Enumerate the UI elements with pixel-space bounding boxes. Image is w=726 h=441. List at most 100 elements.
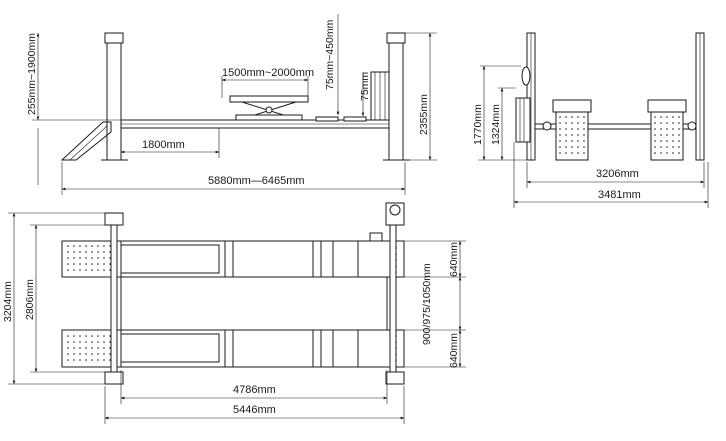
grid-dot [583,140,585,142]
grid-dot [571,140,573,142]
top-platform-span-label: 2806mm [24,279,36,320]
grid-dot [67,341,69,343]
grid-dot [678,146,680,148]
grid-dot [67,353,69,355]
jack-travel-label: 75mm~450mm [324,19,336,90]
grid-dot [73,251,75,253]
grid-dot [91,341,93,343]
end-right-jack [647,99,697,161]
grid-dot [97,245,99,247]
grid-dot [79,263,81,265]
grid-dot [571,134,573,136]
grid-dot [660,152,662,154]
grid-dot [583,146,585,148]
side-view: 255mm~1900mm 1800mm 1500mm~2000mm 75mm~4… [26,14,437,195]
grid-dot [565,146,567,148]
grid-dot [666,134,668,136]
grid-dot [654,140,656,142]
grid-dot [654,146,656,148]
grid-dot [85,341,87,343]
grid-dot [109,263,111,265]
grid-dot [577,128,579,130]
grid-dot [91,263,93,265]
grid-dot [559,140,561,142]
grid-dot [91,353,93,355]
grid-dot [395,247,397,249]
grid-dot [79,359,81,361]
end-inner-width-label: 3206mm [596,168,639,180]
grid-dot [565,134,567,136]
grid-dot [577,146,579,148]
grid-dot [395,253,397,255]
grid-dot [79,257,81,259]
end-outer-width-label: 3481mm [598,189,641,201]
grid-dot [565,128,567,130]
grid-dot [73,359,75,361]
grid-dot [109,335,111,337]
grid-dot [79,341,81,343]
grid-dot [91,245,93,247]
grid-dot [672,140,674,142]
grid-dot [395,259,397,261]
grid-dot [672,122,674,124]
grid-dot [571,122,573,124]
grid-dot [583,116,585,118]
end-view: 1770mm 1324mm 3206mm 3481mm [472,32,709,208]
top-runway-width-bottom-label: 640mm [448,333,460,368]
grid-dot [109,257,111,259]
grid-dot [91,359,93,361]
platform-range-label: 1500mm~2000mm [222,67,314,79]
grid-dot [678,128,680,130]
grid-dot [583,128,585,130]
grid-dot [678,122,680,124]
grid-dot [109,353,111,355]
top-outer-length-label: 5446mm [233,404,276,416]
grid-dot [85,335,87,337]
grid-dot [660,140,662,142]
grid-dot [678,134,680,136]
top-runway-width-top-label: 640mm [448,242,460,277]
grid-dot [583,152,585,154]
grid-dot [109,359,111,361]
grid-dot [672,128,674,130]
grid-dot [678,152,680,154]
top-total-width-label: 3204mm [2,281,14,322]
grid-dot [565,140,567,142]
grid-dot [565,116,567,118]
grid-dot [672,152,674,154]
approach-ramp [60,121,112,161]
grid-dot [103,245,105,247]
grid-dot [577,134,579,136]
grid-dot [97,263,99,265]
grid-dot [91,269,93,271]
grid-dot [85,263,87,265]
grid-dot [565,152,567,154]
top-view-dot-pattern [67,245,397,361]
grid-dot [660,128,662,130]
grid-dot [85,347,87,349]
top-view: 3204mm 2806mm 640mm 900/975/1050mm 640mm… [2,202,466,424]
grid-dot [79,251,81,253]
grid-dot [97,353,99,355]
grid-dot [103,353,105,355]
grid-dot [103,263,105,265]
grid-dot [666,146,668,148]
grid-dot [654,152,656,154]
end-view-dot-pattern [559,116,680,154]
grid-dot [654,128,656,130]
grid-dot [577,122,579,124]
grid-dot [395,265,397,267]
end-console-height-label: 1324mm [490,104,502,145]
grid-dot [79,269,81,271]
grid-dot [654,134,656,136]
grid-dot [79,335,81,337]
grid-dot [97,347,99,349]
grid-dot [666,116,668,118]
grid-dot [67,263,69,265]
grid-dot [666,152,668,154]
grid-dot [583,134,585,136]
grid-dot [577,116,579,118]
grid-dot [577,152,579,154]
grid-dot [672,134,674,136]
grid-dot [571,146,573,148]
